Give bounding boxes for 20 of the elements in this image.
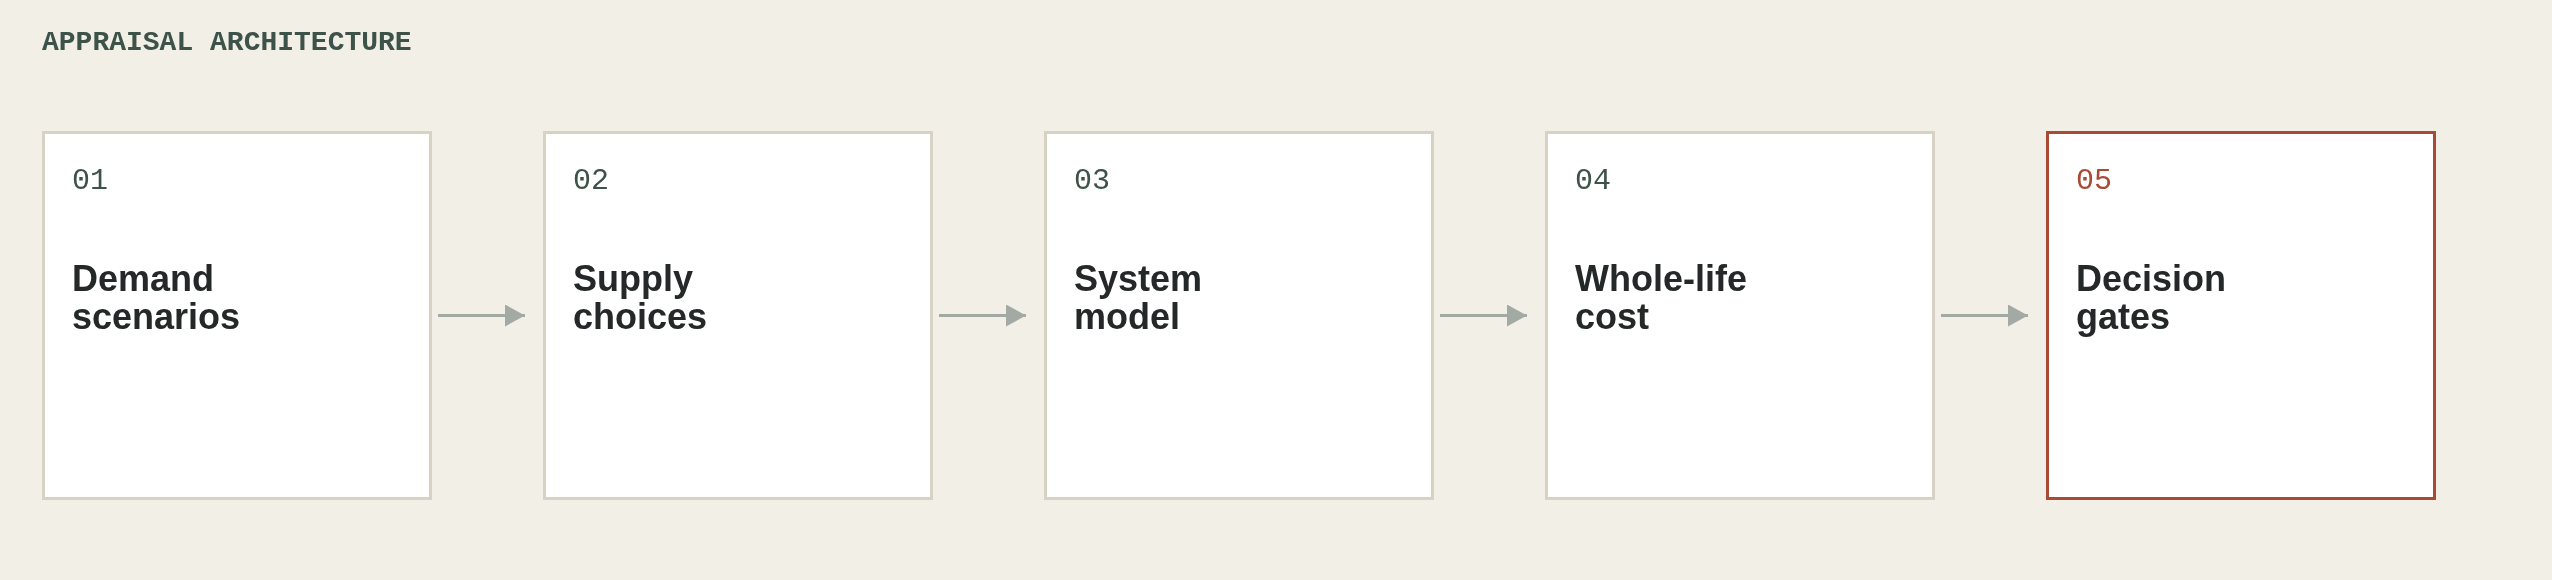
- step-number: 02: [573, 163, 609, 199]
- step-title: Decision gates: [2076, 260, 2228, 336]
- step-title: Supply choices: [573, 260, 709, 336]
- step-title: Whole-life cost: [1575, 260, 1748, 336]
- step-title: Demand scenarios: [72, 260, 242, 336]
- arrow: [1941, 304, 2028, 327]
- step-card: [1044, 131, 1434, 500]
- step-number: 04: [1575, 163, 1611, 199]
- step-number: 01: [72, 163, 108, 199]
- diagram-title: APPRAISAL ARCHITECTURE: [42, 26, 412, 60]
- arrow: [939, 304, 1026, 327]
- step-number: 03: [1074, 163, 1110, 199]
- step-card: [1545, 131, 1935, 500]
- arrow: [438, 304, 525, 327]
- step-card: [42, 131, 432, 500]
- step-card: [543, 131, 933, 500]
- arrow: [1440, 304, 1527, 327]
- step-title: System model: [1074, 260, 1204, 336]
- step-card: [2046, 131, 2436, 500]
- step-number: 05: [2076, 163, 2112, 199]
